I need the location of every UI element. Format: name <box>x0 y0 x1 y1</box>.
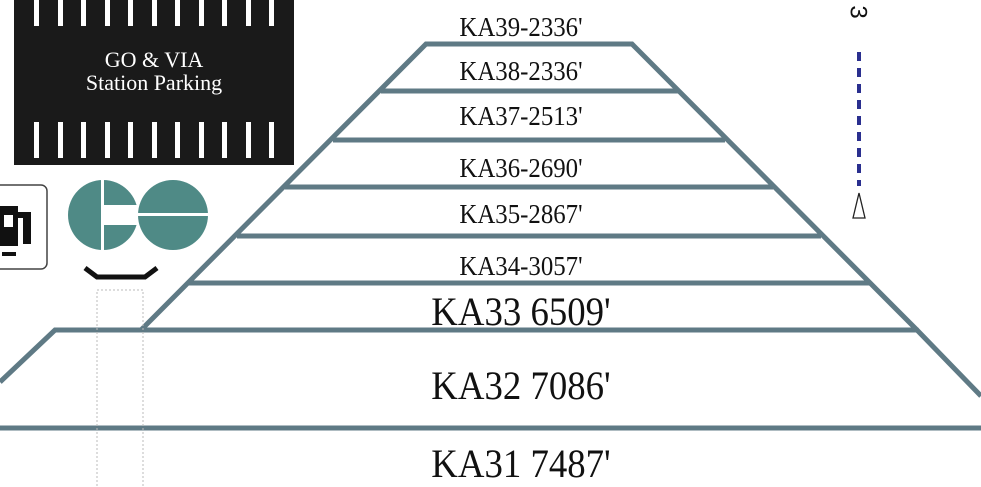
zone-label-ka37: KA37-2513' <box>459 101 583 131</box>
lower-pyramid-outline <box>0 327 981 398</box>
station-parking-lot: GO & VIA Station Parking <box>14 0 294 165</box>
go-logo-underline <box>83 266 159 280</box>
parking-stripes-top <box>34 0 274 26</box>
walkway-path <box>96 289 144 487</box>
zone-label-ka36: KA36-2690' <box>459 153 583 183</box>
zone-label-ka33: KA33 6509' <box>431 289 611 334</box>
zone-label-ka39: KA39-2336' <box>459 12 583 42</box>
upper-pyramid-outline <box>139 41 919 332</box>
north-arrow-icon <box>852 192 866 219</box>
go-transit-logo <box>68 180 209 250</box>
parking-stripes-bottom <box>34 122 274 158</box>
zone-label-ka38: KA38-2336' <box>459 56 583 86</box>
parking-title: GO & VIA Station Parking <box>14 48 294 94</box>
transit-info-icon <box>0 184 48 270</box>
zone-label-ka32: KA32 7086' <box>431 363 611 408</box>
zone-label-ka35: KA35-2867' <box>459 199 583 229</box>
zone-label-ka34: KA34-3057' <box>459 251 583 281</box>
zone-outline <box>0 41 981 431</box>
parking-title-line1: GO & VIA <box>104 47 204 72</box>
parking-title-line2: Station Parking <box>85 70 223 95</box>
zone-label-ka31: KA31 7487' <box>431 441 611 486</box>
